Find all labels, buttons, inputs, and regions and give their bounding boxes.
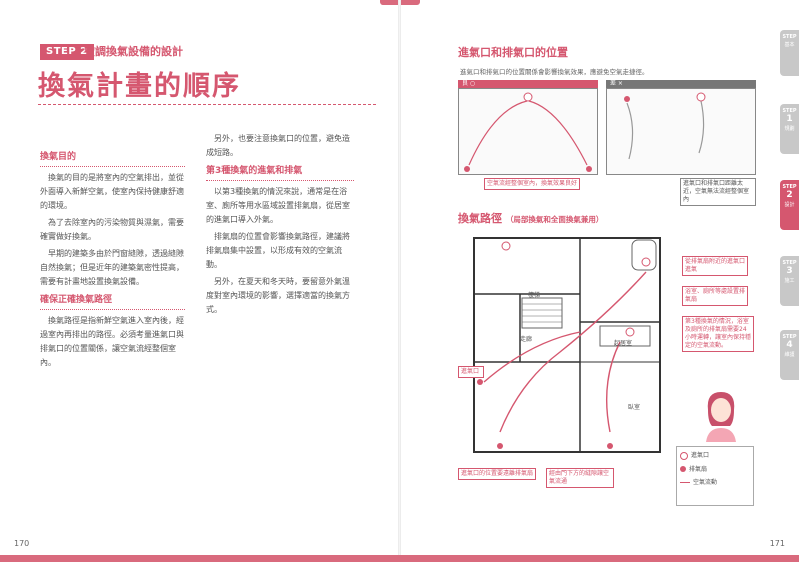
section-caption: 進氣口和排氣口的位置關係會影響換氣效果，應避免空氣走捷徑。 — [460, 68, 649, 76]
room-stair: 樓梯 — [528, 292, 541, 299]
paragraph: 早期的建築多由於門窗縫隙，透過縫隙自然換氣；但是近年的建築氣密性提高，需要有計畫… — [40, 249, 184, 286]
callout-left: 進氣口 — [458, 366, 484, 378]
callout-bottom-left: 進氣口的位置要遠離排氣扇 — [458, 468, 536, 480]
heading-route: 確保正確換氣路徑 — [40, 293, 185, 310]
paragraph: 換氣的目的是將室內的空氣排出，並從外面導入新鮮空氣，使室內保持健康舒適的環境。 — [40, 173, 184, 210]
paragraph: 以第3種換氣的情況來說，通常是在浴室、廁所等用水區域設置排氣扇，從居室的進氣口導… — [206, 187, 350, 224]
flow-icon — [680, 481, 690, 483]
legend-item: 排氣扇 — [680, 464, 750, 473]
left-column-2: 另外，也要注意換氣口的位置，避免造成短路。 第3種換氣的進氣和排氣 以第3種換氣… — [206, 132, 354, 320]
page-title: 換氣計畫的順序 — [38, 71, 241, 102]
paragraph: 另外，在夏天和冬天時，要留意外氣溫度對室內環境的影響，選擇適當的換氣方式。 — [206, 277, 350, 314]
left-column-1: 換氣目的 換氣的目的是將室內的空氣排出，並從外面導入新鮮空氣，使室內保持健康舒適… — [40, 146, 185, 373]
side-tab-intro[interactable]: STEP 基本 — [780, 30, 799, 76]
pane-bad-label: 差 × — [606, 80, 756, 88]
pane-bad: 差 × 進氣口和排氣口距離太近，空氣無法流經整個室內 — [606, 80, 756, 206]
callout-mid: 浴室、廁所等處設置排氣扇 — [682, 286, 748, 306]
section-subtitle-route: （局部換氣和全面換氣兼用） — [505, 215, 604, 224]
page-gutter — [398, 0, 401, 562]
callout-top: 從排氣扇附近的進氣口進氣 — [682, 256, 748, 276]
callout-good: 空氣流經整個室內，換氣效果良好 — [484, 178, 581, 190]
pane-good-label: 良 ○ — [458, 80, 598, 88]
legend-box: 進氣口 排氣扇 空氣流動 — [676, 446, 754, 506]
floor-plan-diagram — [473, 237, 661, 453]
callout-right-big: 第3種換氣的情況，浴室及廁所的排氣扇需要24小時運轉，讓室內保持穩定的空氣流動。 — [682, 316, 754, 352]
page-number-right: 171 — [769, 539, 785, 548]
exhaust-icon — [680, 466, 686, 472]
woman-icon — [706, 392, 736, 442]
supply-icon — [680, 451, 688, 460]
pane-good: 良 ○ 空氣流經整個室內，換氣效果良好 — [458, 80, 598, 195]
heading-type3: 第3種換氣的進氣和排氣 — [206, 164, 354, 181]
section-title-vents: 進氣口和排氣口的位置 — [458, 46, 568, 59]
callout-bottom-center: 經由門下方的縫隙讓空氣流通 — [546, 468, 614, 488]
step-badge: STEP 2 — [40, 44, 94, 60]
room-bedroom: 臥室 — [628, 404, 641, 411]
paragraph: 另外，也要注意換氣口的位置，避免造成短路。 — [206, 134, 350, 157]
airflow-good-diagram — [464, 92, 592, 172]
section-title-route: 換氣路徑 （局部換氣和全面換氣兼用） — [458, 210, 603, 226]
room-hall: 走廊 — [520, 336, 533, 343]
side-tab-step4[interactable]: STEP 4 維護 — [780, 330, 799, 380]
section-title-route-text: 換氣路徑 — [458, 212, 502, 225]
room-living: 起居室 — [614, 340, 633, 347]
side-tab-step3[interactable]: STEP 3 施工 — [780, 256, 799, 306]
side-tab-step1[interactable]: STEP 1 規劃 — [780, 104, 799, 154]
title-rule — [38, 104, 378, 105]
pane-good-room — [458, 88, 598, 175]
paragraph: 換氣路徑是指新鮮空氣進入室內後，經過室內再排出的路徑。必須考量進氣口與排氣口的位… — [40, 316, 184, 367]
paragraph: 為了去除室內的污染物質與濕氣，需要確實做好換氣。 — [40, 218, 184, 241]
legend-item: 空氣流動 — [680, 477, 750, 486]
side-tab-step2[interactable]: STEP 2 設計 — [780, 180, 799, 230]
callout-bad: 進氣口和排氣口距離太近，空氣無法流經整個室內 — [680, 178, 756, 206]
step-title: 空調換氣設備的設計 — [84, 45, 183, 58]
heading-purpose: 換氣目的 — [40, 150, 185, 167]
airflow-bad-diagram — [624, 92, 706, 160]
bottom-bar — [0, 555, 799, 562]
page-number-left: 170 — [14, 539, 30, 548]
legend-item: 進氣口 — [680, 450, 750, 460]
pane-bad-room — [606, 88, 756, 175]
paragraph: 排氣扇的位置會影響換氣路徑，建議將排氣扇集中設置，以形成有效的空氣流動。 — [206, 232, 350, 269]
